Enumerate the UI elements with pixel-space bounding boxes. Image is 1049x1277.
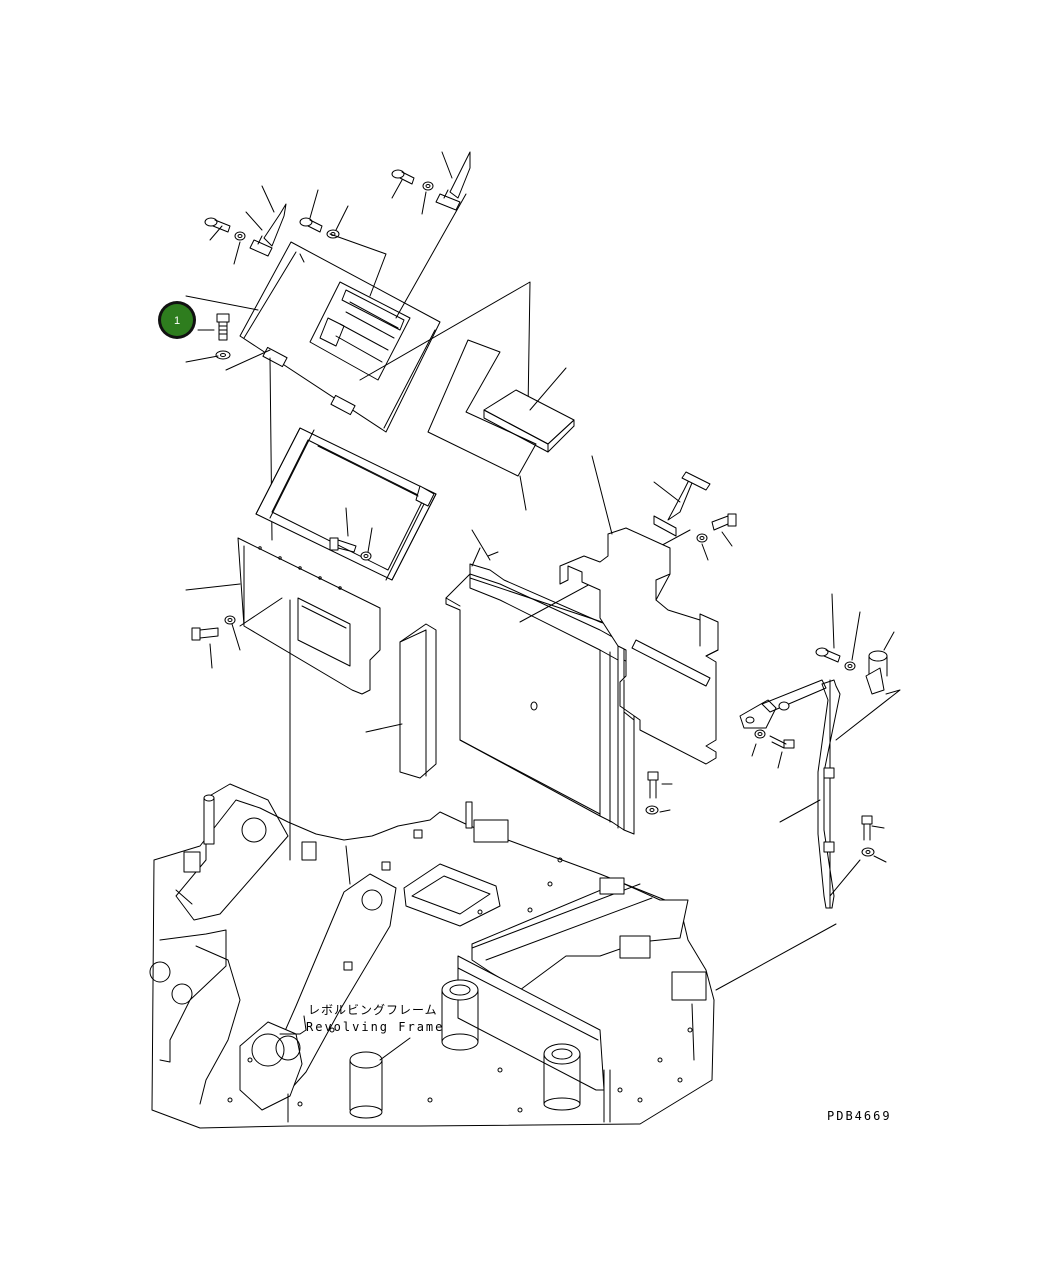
revolving-frame — [150, 600, 714, 1128]
top-hinge-left — [250, 204, 286, 256]
pin-cylinder-2 — [350, 1052, 382, 1118]
foam-block — [366, 624, 436, 778]
gas-spring-stay — [624, 594, 900, 990]
pin-cylinder-3 — [544, 1044, 580, 1110]
bracket-top-right — [654, 472, 736, 560]
seal-l-shape — [428, 340, 574, 510]
frame-label-jp: レボルビングフレーム — [308, 1003, 438, 1017]
bolt-group-top — [205, 170, 433, 240]
pin-cylinder-1 — [442, 980, 478, 1050]
top-hinge-right — [436, 152, 470, 210]
callout-1-fill — [161, 304, 193, 336]
stepped-seal — [560, 456, 718, 764]
callout-1-marker[interactable]: 1 — [158, 301, 196, 339]
frame-label: レボルビングフレーム Revolving Frame — [280, 1003, 444, 1034]
console-frame — [256, 428, 436, 580]
console-side-plate — [238, 538, 380, 694]
callout-1-number: 1 — [174, 315, 180, 327]
callout-1-bolt — [216, 314, 230, 359]
frame-label-en: Revolving Frame — [306, 1020, 444, 1034]
drawing-code: PDB4669 — [827, 1109, 892, 1123]
bolt-group-middle — [186, 508, 372, 668]
leader-lines-top — [186, 152, 530, 540]
top-cover-panel — [240, 242, 440, 432]
